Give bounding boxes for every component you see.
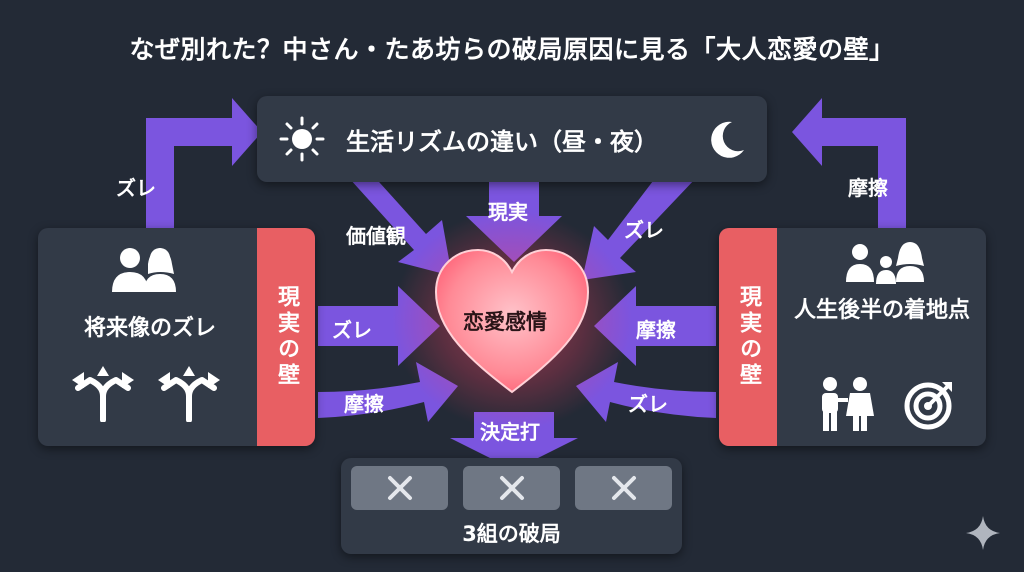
elderly-couple-icon xyxy=(822,377,874,431)
moon-icon xyxy=(711,121,744,158)
left-box-label: 将来像のズレ xyxy=(83,316,216,341)
sparkle-icon xyxy=(966,516,1000,550)
arrow-label-left-lower: 摩擦 xyxy=(344,392,384,416)
reality-wall-left: 現実の壁 xyxy=(257,228,315,446)
arrow-right-up xyxy=(792,98,906,230)
arrow-label-top-left: 価値観 xyxy=(346,224,406,248)
arrow-label-right-up: 摩擦 xyxy=(848,176,888,200)
breakup-tile xyxy=(463,466,560,510)
reality-wall-right: 現実の壁 xyxy=(719,228,777,446)
arrow-left-up xyxy=(146,98,262,230)
family-icon xyxy=(846,242,924,284)
couple-icon xyxy=(112,248,176,292)
heart-shape xyxy=(434,248,590,394)
top-box-label: 生活リズムの違い（昼・夜） xyxy=(346,128,658,156)
target-icon xyxy=(904,382,952,430)
center-heart-label: 恋愛感情 xyxy=(463,310,547,334)
cross-icon xyxy=(611,476,636,500)
arrow-label-down: 決定打 xyxy=(480,420,540,444)
bottom-box-label: 3組の破局 xyxy=(462,522,561,546)
breakup-tile xyxy=(575,466,672,510)
arrow-label-left-up: ズレ xyxy=(116,176,156,200)
arrow-label-left-upper: ズレ xyxy=(332,318,372,342)
arrow-label-right-upper: 摩擦 xyxy=(636,318,676,342)
arrow-top-right xyxy=(582,156,696,280)
right-box-label: 人生後半の着地点 xyxy=(793,298,970,323)
sun-icon xyxy=(279,116,325,162)
split-arrows-icon xyxy=(158,366,220,422)
arrow-label-right-lower: ズレ xyxy=(628,392,668,416)
page-title: なぜ別れた？中さん・たあ坊らの破局原因に見る「大人恋愛の壁」 xyxy=(129,35,895,64)
cross-icon xyxy=(499,476,524,500)
split-arrows-icon xyxy=(72,366,134,422)
arrow-label-top-center: 現実 xyxy=(488,200,528,224)
arrow-top-left xyxy=(328,152,452,276)
arrow-label-top-right: ズレ xyxy=(624,218,664,242)
breakup-tile xyxy=(351,466,448,510)
top-box xyxy=(257,96,767,182)
cross-icon xyxy=(387,476,412,500)
